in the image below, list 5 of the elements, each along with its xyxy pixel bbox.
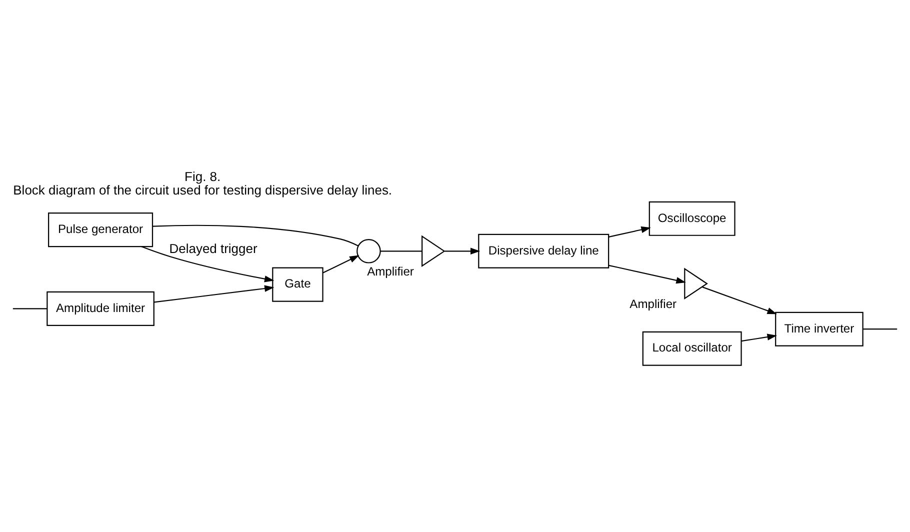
caption: Block diagram of the circuit used for testing dispersive delay lines.	[13, 182, 392, 198]
node-label: Amplifier	[367, 264, 414, 279]
diagram-title: Fig. 8.	[184, 168, 221, 184]
node-label: Amplifier	[630, 297, 677, 312]
edge-label: Delayed trigger	[169, 241, 258, 256]
